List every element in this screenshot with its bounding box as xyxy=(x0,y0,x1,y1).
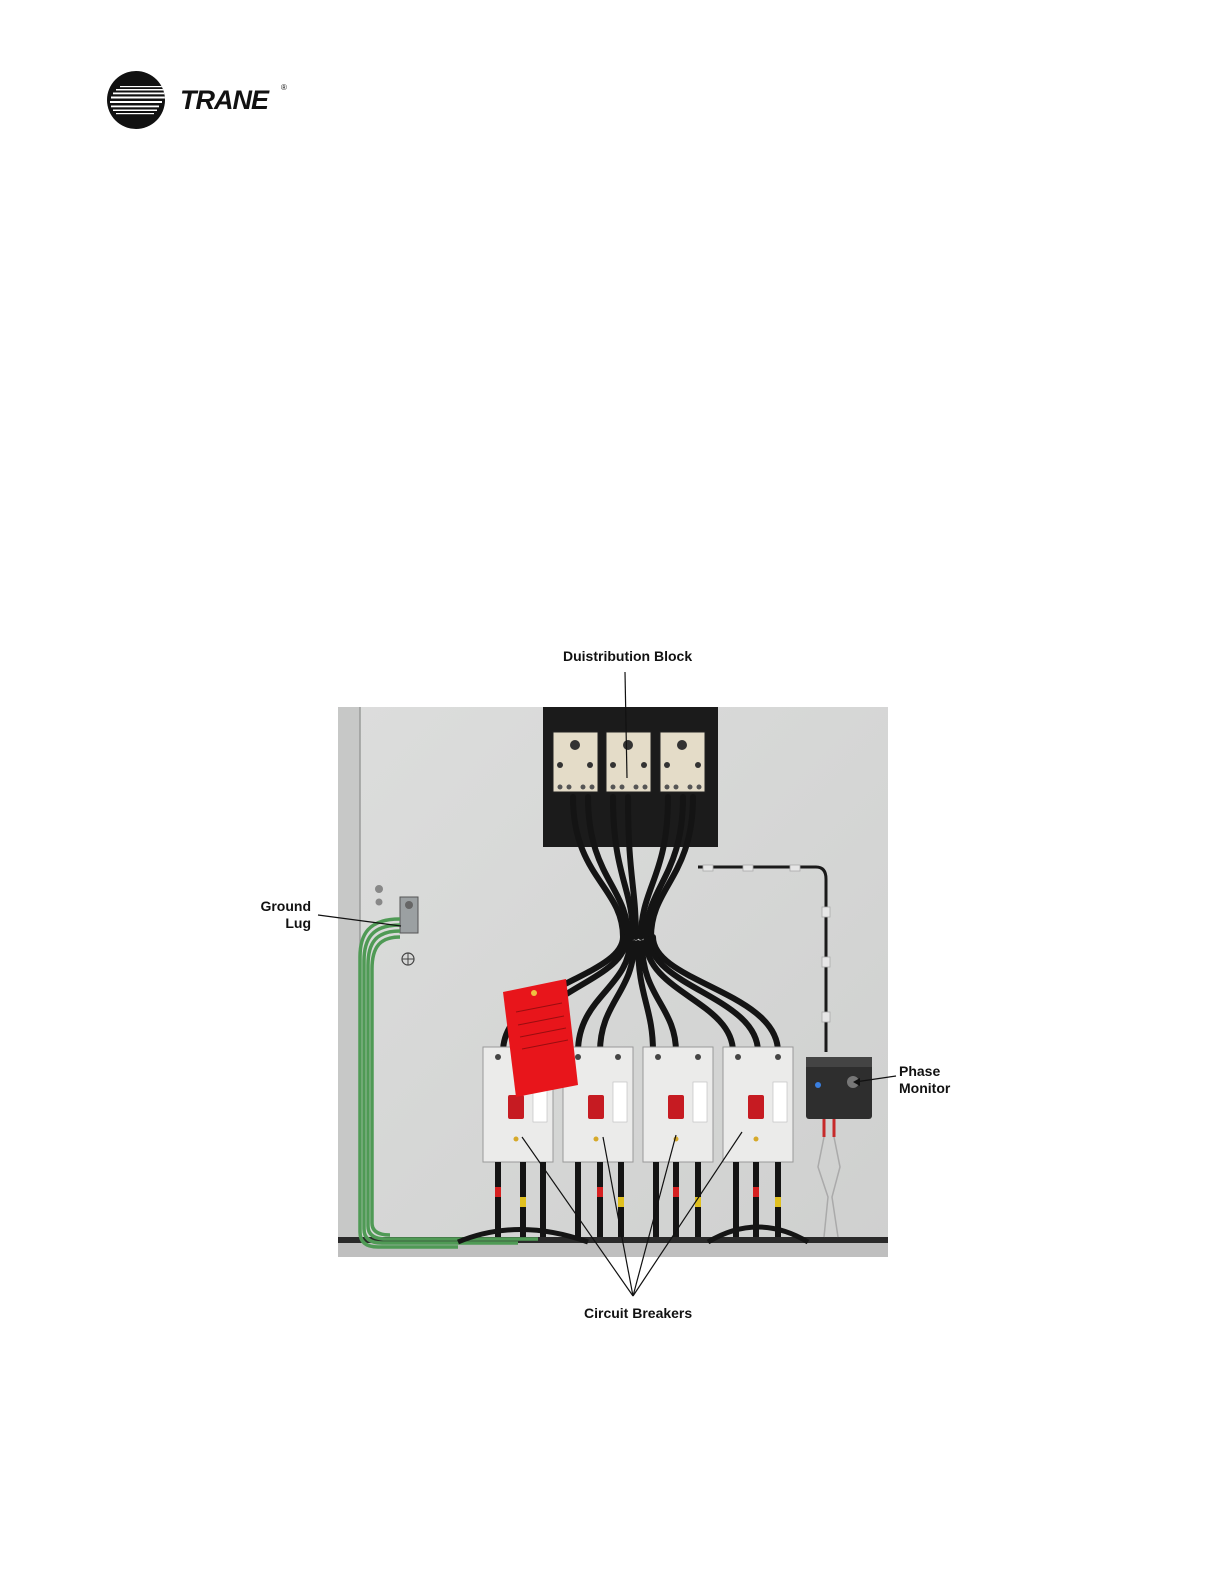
phase-monitor-label: Phase Monitor xyxy=(899,1063,950,1097)
circuit-breakers-label: Circuit Breakers xyxy=(584,1305,692,1322)
phase-monitor-label-line2: Monitor xyxy=(899,1080,950,1097)
ground-lug-label-line2: Lug xyxy=(256,915,311,932)
ground-lug-label: Ground Lug xyxy=(256,898,311,932)
panel-photo xyxy=(338,707,888,1257)
ground-lug-label-line1: Ground xyxy=(256,898,311,915)
distribution-block-label: Duistribution Block xyxy=(563,648,692,665)
phase-monitor-label-line1: Phase xyxy=(899,1063,950,1080)
